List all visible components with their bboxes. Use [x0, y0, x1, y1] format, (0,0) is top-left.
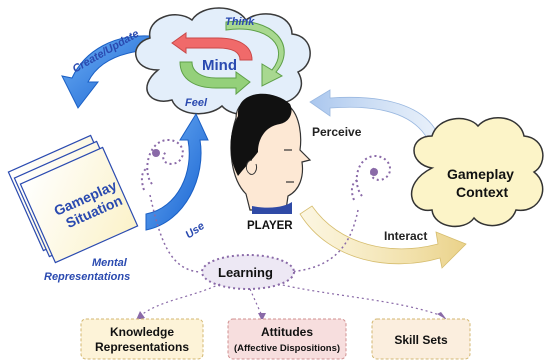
thought-swirl-icon: [350, 154, 391, 201]
learning-node: [201, 254, 295, 290]
learning-label: Learning: [218, 265, 273, 280]
feel-label: Feel: [185, 97, 208, 109]
use-arrow: [145, 112, 209, 231]
outcome-label-line2: (Affective Dispositions): [234, 343, 340, 354]
perceive-arrow: [309, 89, 441, 145]
think-label: Think: [225, 16, 255, 28]
learning-connectors: [149, 194, 359, 273]
skill-sets-box: [371, 318, 471, 360]
outcome-label-line1: Knowledge: [110, 325, 174, 339]
situation-cards: [7, 134, 139, 264]
gameplay-context-label-line2: Context: [456, 184, 508, 200]
mental-representations-label-line2: Representations: [44, 271, 130, 283]
perceive-label: Perceive: [312, 125, 362, 139]
gameplay-context-label-line1: Gameplay: [447, 166, 514, 182]
player-head: [230, 93, 312, 214]
create-update-arrow: [61, 35, 151, 109]
interact-label: Interact: [384, 229, 427, 243]
interact-arrow: [299, 205, 467, 269]
mind-label: Mind: [202, 57, 237, 74]
attitudes-box: [227, 318, 347, 360]
outcome-connectors: [139, 283, 443, 317]
use-label: Use: [183, 220, 206, 241]
mental-representations-label-line1: Mental: [92, 257, 128, 269]
outcome-label-line1: Attitudes: [261, 325, 313, 339]
outcome-arrowheads: [136, 311, 447, 321]
context-cloud: [411, 117, 544, 228]
player-label: PLAYER: [247, 220, 293, 232]
outcome-label-line2: Representations: [95, 340, 189, 354]
thought-swirl-icon: [140, 138, 184, 191]
outcome-label-line1: Skill Sets: [394, 333, 448, 347]
mind-cycle-arrows: [171, 20, 285, 96]
knowledge-representations-box: [80, 318, 204, 360]
